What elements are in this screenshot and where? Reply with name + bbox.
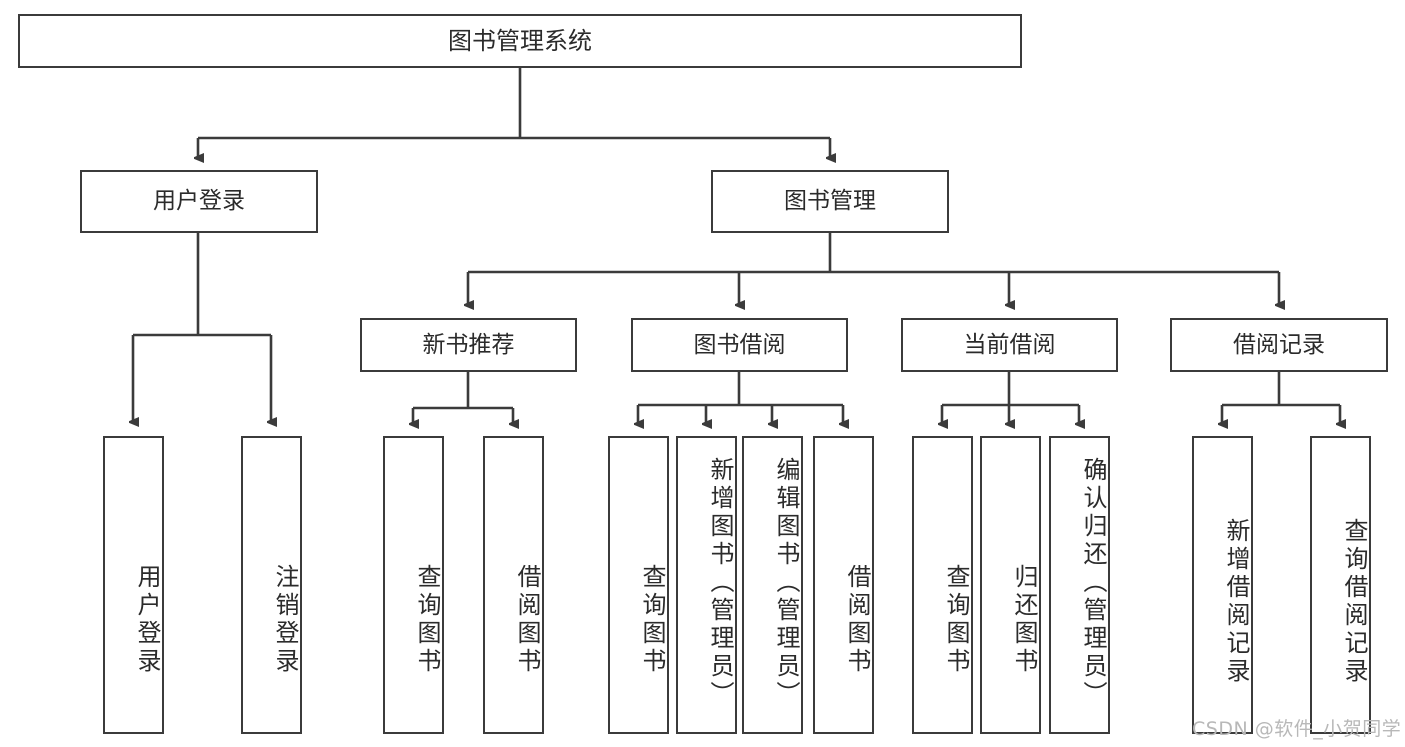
leaf-recommend-borrow-book[interactable]: 借阅图书	[483, 436, 544, 734]
node-label: 新增借阅记录	[1222, 518, 1250, 686]
node-label: 注销登录	[271, 564, 299, 676]
node-label: 图书管理	[784, 188, 876, 215]
node-label: 归还图书	[1010, 564, 1038, 676]
node-label: 编辑图书（管理员）	[772, 457, 800, 709]
node-label: 新书推荐	[422, 331, 515, 358]
node-label: 确认归还（管理员）	[1079, 457, 1107, 709]
node-root-system[interactable]: 图书管理系统	[18, 14, 1022, 68]
node-label: 借阅记录	[1233, 331, 1325, 358]
node-label: 查询图书	[942, 564, 970, 676]
leaf-current-return-book[interactable]: 归还图书	[980, 436, 1041, 734]
node-label: 用户登录	[133, 564, 161, 676]
leaf-borrow-query-book[interactable]: 查询图书	[608, 436, 669, 734]
node-label: 当前借阅	[963, 331, 1056, 358]
node-label: 用户登录	[153, 188, 245, 215]
leaf-borrow-edit-book-admin[interactable]: 编辑图书（管理员）	[742, 436, 803, 734]
node-book-management[interactable]: 图书管理	[711, 170, 949, 233]
leaf-borrow-borrow-book[interactable]: 借阅图书	[813, 436, 874, 734]
node-current-borrow[interactable]: 当前借阅	[901, 318, 1118, 372]
leaf-borrow-add-book-admin[interactable]: 新增图书（管理员）	[676, 436, 737, 734]
leaf-current-query-book[interactable]: 查询图书	[912, 436, 973, 734]
node-user-login[interactable]: 用户登录	[80, 170, 318, 233]
node-book-borrow[interactable]: 图书借阅	[631, 318, 848, 372]
node-label: 查询借阅记录	[1340, 518, 1368, 686]
leaf-current-confirm-return-admin[interactable]: 确认归还（管理员）	[1049, 436, 1110, 734]
leaf-recommend-query-book[interactable]: 查询图书	[383, 436, 444, 734]
node-borrow-record[interactable]: 借阅记录	[1170, 318, 1388, 372]
node-label: 图书管理系统	[448, 27, 592, 55]
node-label: 新增图书（管理员）	[706, 457, 734, 709]
node-label: 借阅图书	[843, 564, 871, 676]
leaf-user-login-login[interactable]: 用户登录	[103, 436, 164, 734]
node-new-book-recommend[interactable]: 新书推荐	[360, 318, 577, 372]
leaf-record-query-record[interactable]: 查询借阅记录	[1310, 436, 1371, 734]
leaf-record-add-record[interactable]: 新增借阅记录	[1192, 436, 1253, 734]
node-label: 借阅图书	[513, 564, 541, 676]
node-label: 查询图书	[413, 564, 441, 676]
leaf-user-login-logout[interactable]: 注销登录	[241, 436, 302, 734]
node-label: 图书借阅	[693, 331, 786, 358]
watermark-csdn: CSDN @软件_小贺同学	[1192, 718, 1402, 740]
node-label: 查询图书	[638, 564, 666, 676]
